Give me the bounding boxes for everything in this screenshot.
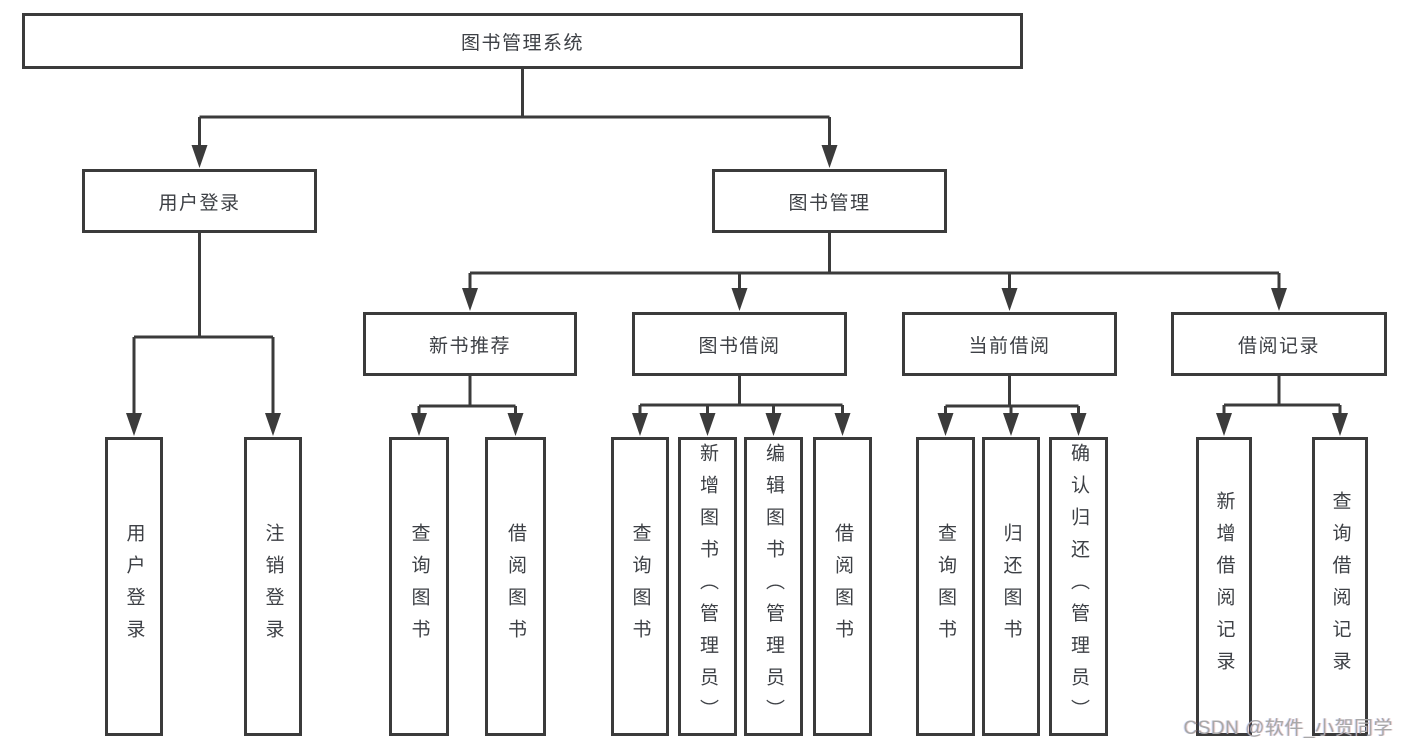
node-book-mgmt: 图书管理 [712,169,947,233]
leaf-bb-query-books: 查询图书 [611,437,669,736]
leaf-user-login: 用户登录 [105,437,163,736]
arrowhead [126,145,1348,436]
leaf-br-query-record: 查询借阅记录 [1312,437,1368,736]
leaf-bb-add-books-admin: 新增图书（管理员） [678,437,737,736]
leaf-cb-return-books: 归还图书 [982,437,1040,736]
node-user-login: 用户登录 [82,169,317,233]
leaf-rec-borrow-books: 借阅图书 [485,437,546,736]
csdn-watermark: CSDN @软件_小贺同学 [1183,718,1393,739]
leaf-cb-query-books: 查询图书 [916,437,975,736]
leaf-bb-edit-books-admin: 编辑图书（管理员） [744,437,803,736]
node-root: 图书管理系统 [22,13,1023,69]
leaf-cb-confirm-return-admin: 确认归还（管理员） [1049,437,1108,736]
node-current-borrow: 当前借阅 [902,312,1117,376]
node-borrow-records: 借阅记录 [1171,312,1387,376]
node-new-book-rec: 新书推荐 [363,312,577,376]
leaf-br-add-record: 新增借阅记录 [1196,437,1252,736]
node-book-borrow: 图书借阅 [632,312,847,376]
leaf-logout: 注销登录 [244,437,302,736]
leaf-bb-borrow-books: 借阅图书 [813,437,872,736]
leaf-rec-query-books: 查询图书 [389,437,449,736]
